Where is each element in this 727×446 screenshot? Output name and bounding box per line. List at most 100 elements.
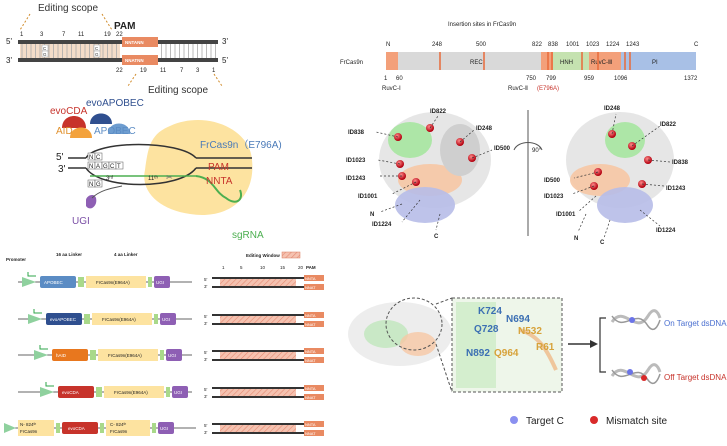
domain-ruvc2 [541, 52, 553, 70]
residue-n532: N532 [518, 326, 542, 337]
pos-top-1: 1 [20, 32, 24, 38]
row-pam-bot [304, 394, 324, 400]
row-dna-5: 5' [204, 314, 208, 319]
cas9-label: FrCas9n(E964A) [114, 390, 148, 395]
ugi-box-label: UGI [174, 390, 182, 395]
base-g-19: G [95, 52, 99, 57]
n-terminus: N [386, 42, 390, 48]
promoter-shape [40, 387, 54, 397]
protein-label: FrCas9n [340, 60, 363, 66]
base-c-3: C [43, 46, 47, 51]
linker4-label: 4 aa Linker [114, 252, 138, 257]
evoapobec-shape [90, 113, 112, 124]
row-pam-top-text: NNTA [305, 349, 316, 354]
pos-1372: 1372 [684, 76, 698, 82]
dna-bottom-strand [18, 58, 218, 62]
row-dna-5: 5' [204, 350, 208, 355]
row-pam-bot [304, 357, 324, 363]
constructs-pam-label: PAM [306, 265, 316, 270]
promoter-arrow-icon [39, 345, 48, 350]
row-pam-top-text: NNTA [305, 276, 316, 281]
deaminase-label: hAID [56, 353, 67, 358]
evocda-shape [62, 116, 86, 128]
ugi-box-label: UGI [162, 317, 170, 322]
legend-target-c: Target C [526, 416, 564, 427]
editing-window [220, 425, 296, 432]
deaminase-label: evoAPOBEC [50, 317, 77, 322]
seq-bot-n: N [89, 182, 93, 188]
n-fragment-label: N- 824ᵗʰ [20, 422, 36, 427]
deaminase-box [58, 386, 94, 398]
c-fragment-label-2: FrCas9n [110, 429, 128, 434]
row-pam-bot-text: NNAT [305, 285, 316, 290]
e796a-label: (E796A) [537, 86, 559, 92]
domain-pi-label: PI [652, 60, 658, 66]
base-c-19: C [95, 46, 99, 51]
evoapobec-label: evoAPOBEC [86, 98, 144, 109]
ugi-box [158, 422, 174, 434]
site-marker [426, 124, 434, 132]
site-838: 838 [548, 42, 559, 48]
ugi-label: UGI [72, 216, 90, 227]
row-pam-bot [304, 321, 324, 327]
structures-panel: 90° ID822 ID838 ID248 ID500 ID10 [346, 106, 689, 246]
row-pam-top [304, 421, 324, 427]
ugi-box [154, 276, 170, 288]
pam-top-box [122, 37, 158, 47]
site-1001: 1001 [566, 42, 580, 48]
row-dna-3: 3' [204, 284, 208, 289]
deaminase-box [62, 422, 98, 434]
sgrna-label: sgRNA [232, 230, 264, 241]
editing-window [220, 352, 296, 359]
left-id500: ID500 [494, 146, 511, 152]
cas9-box [86, 276, 146, 288]
pos-60: 60 [396, 76, 403, 82]
seq-bot-g: G [96, 182, 101, 188]
promoter-arrow-icon [33, 309, 42, 314]
residue-n892: N892 [466, 348, 490, 359]
ugi-shape [86, 194, 97, 209]
row-pam-bot-text: NNAT [305, 431, 316, 436]
editing-scope-bottom-label: Editing scope [148, 85, 208, 96]
row-pam-top [304, 348, 324, 354]
off-target-label: Off Target dsDNA [664, 373, 727, 382]
residue-panel: K724 N694 Q728 N532 N892 Q964 R61 On Tar… [348, 297, 727, 427]
pos-bot-19: 19 [140, 68, 147, 74]
dsdna-editing-scope-panel: Editing scope PAM 5' 3' 3' 5' 1 3 7 11 1… [6, 3, 228, 96]
structure-right [566, 112, 674, 223]
site-1023: 1023 [586, 42, 600, 48]
row-dna-3: 3' [204, 321, 208, 326]
pos-bot-11: 11 [160, 68, 167, 74]
c-fragment-box [106, 420, 150, 436]
strand-bot-3: 3' [6, 56, 12, 65]
pos-top-11: 11 [78, 32, 85, 38]
right-id838: ID838 [672, 160, 689, 166]
bracket-icon [599, 317, 606, 373]
domain-hnh-label: HNH [560, 60, 573, 66]
seq-top-c: C [96, 155, 101, 161]
cas9-label: FrCas9n(E964A) [108, 353, 142, 358]
scissors-icon: ✂ [166, 173, 173, 182]
linker-box [84, 314, 90, 324]
editing-window [220, 389, 296, 396]
editing-window-label: Editing Window [246, 253, 280, 258]
complex-pam-label: PAM [208, 162, 229, 173]
aid-label: AID [56, 126, 73, 137]
c-terminus: C [694, 42, 699, 48]
n-fragment-box [18, 420, 54, 436]
cas9-label: FrCas9n(E964A) [96, 280, 130, 285]
apobec-shape [108, 123, 130, 134]
promoter-shape [22, 277, 36, 287]
domain-hnh [553, 52, 589, 70]
right-id1023: ID1023 [544, 194, 564, 200]
tick-1: 1 [222, 265, 225, 270]
editing-scope-top-label: Editing scope [38, 3, 98, 14]
constructs-panel: Promoter 16 aa Linker 4 aa Linker Editin… [4, 251, 324, 436]
domain-ruvc3-label: RuvC-Ⅲ [591, 60, 612, 66]
site-248: 248 [432, 42, 443, 48]
seq-top-n: N [89, 155, 93, 161]
residue-q964: Q964 [494, 348, 519, 359]
